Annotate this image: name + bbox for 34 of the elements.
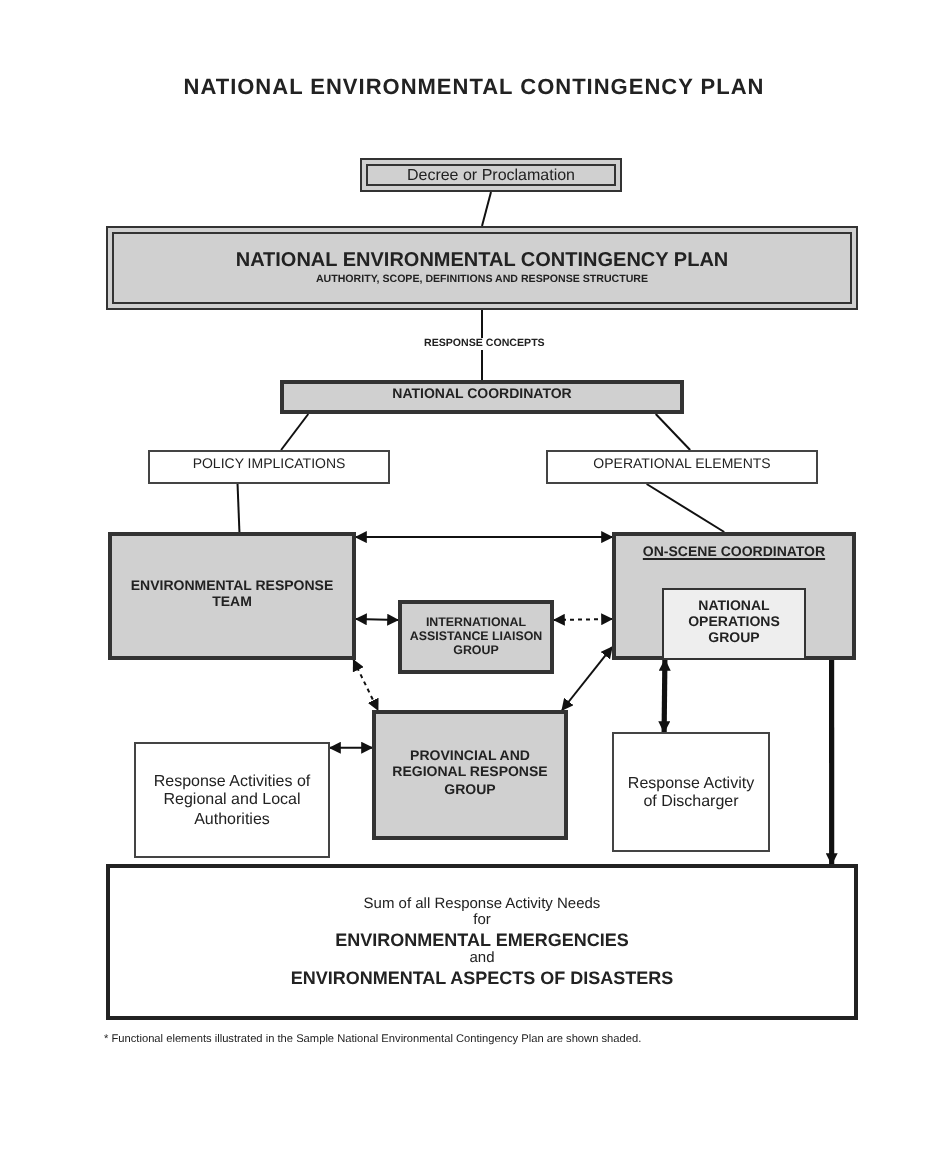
decree-box (360, 158, 622, 192)
policy-box (148, 450, 390, 484)
operations-box (546, 450, 818, 484)
coordinator-box (280, 380, 684, 414)
dashed-arrow (552, 613, 614, 626)
connector-line (481, 309, 483, 381)
node-text: Response Activities of Regional and Local Authorities (151, 772, 313, 828)
authorities-box (134, 742, 330, 858)
plan-box (106, 226, 858, 310)
arrow (825, 660, 838, 866)
group-box (662, 588, 806, 660)
summary-box (106, 864, 858, 1020)
arrow (561, 646, 613, 711)
node-subtext: ENVIRONMENTAL ASPECTS OF DISASTERS (288, 967, 676, 989)
dashed-arrow (352, 658, 379, 712)
arrow (658, 658, 671, 734)
connector-line (236, 483, 241, 533)
connector-line (481, 191, 492, 227)
arrow (328, 741, 374, 754)
discharger-box (612, 732, 770, 852)
response-group-box (372, 710, 568, 840)
node-text: NATIONAL ENVIRONMENTAL CONTINGENCY PLAN (233, 250, 731, 274)
diagram-title: NATIONAL ENVIRONMENTAL CONTINGENCY PLAN (181, 76, 767, 100)
connector-line (280, 413, 310, 451)
on-scene-box (612, 532, 856, 660)
node-text: Decree or Proclamation (404, 165, 578, 185)
connector-line (654, 413, 692, 451)
arrow (354, 613, 400, 626)
node-subtext: ENVIRONMENTAL EMERGENCIES (333, 929, 631, 951)
node-text: Response Activity of Discharger (625, 773, 757, 811)
liaison-box (398, 600, 554, 674)
team-box (108, 532, 356, 660)
arrow (354, 531, 614, 544)
connector-line (645, 483, 726, 533)
